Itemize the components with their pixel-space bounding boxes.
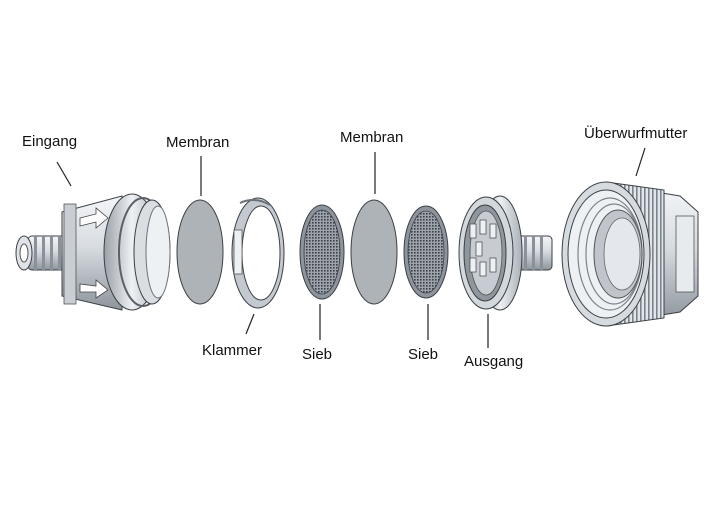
sieve-1: [299, 204, 345, 300]
clamp-ring: [231, 197, 285, 309]
label-sieb-1: Sieb: [302, 346, 333, 363]
label-ueberwurfmutter: Überwurfmutter: [584, 125, 688, 142]
leader-klammer: [245, 313, 255, 335]
label-membran-2: Membran: [340, 129, 404, 146]
label-eingang: Eingang: [22, 133, 78, 150]
leader-ueberwurfmutter: [635, 147, 646, 177]
label-sieb-2: Sieb: [408, 346, 439, 363]
label-membran-1: Membran: [166, 134, 230, 151]
label-ausgang: Ausgang: [464, 353, 524, 370]
membrane-1: [176, 199, 224, 305]
label-klammer: Klammer: [202, 342, 263, 359]
leader-eingang: [56, 161, 72, 187]
union-nut: [561, 181, 699, 327]
sieve-2: [403, 205, 449, 299]
membrane-2: [350, 199, 398, 305]
outlet-part: [458, 195, 553, 311]
inlet-part: [15, 193, 171, 311]
